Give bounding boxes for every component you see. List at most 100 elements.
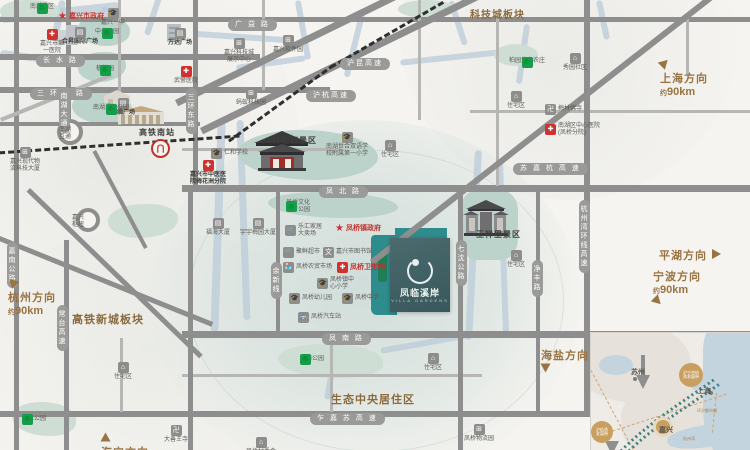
- road-h-mid-1: [0, 122, 200, 126]
- poi-item[interactable]: 🎓仁和学校: [211, 148, 248, 159]
- arrow-up-left-icon: [5, 275, 20, 289]
- poi-label: 住宅区: [507, 103, 526, 109]
- poi-item[interactable]: 卍大善王寺: [164, 425, 188, 444]
- poi-label: 住宅区: [507, 262, 526, 268]
- poi-item[interactable]: 🛒聚鲜超市: [283, 247, 320, 258]
- poi-landmark[interactable]: 梅花洲景区: [272, 136, 317, 146]
- poi-item[interactable]: ⌂秀园社区: [563, 53, 587, 72]
- interchange-jiaxing: [76, 208, 100, 232]
- direction-marker: 海宁方向: [100, 432, 149, 450]
- road-label: 南 湖 大 通: [59, 87, 70, 133]
- poi-label: 聚鲜超市: [296, 249, 321, 256]
- road-label: 苏 嘉 杭 高 速: [513, 163, 588, 175]
- direction-label: 平湖方向: [659, 250, 707, 262]
- poi-item[interactable]: ⊞蚂蚁科技园: [236, 88, 266, 107]
- building-icon: ▤: [174, 28, 186, 39]
- poi-item[interactable]: 🌲植物园: [96, 65, 114, 76]
- poi-item[interactable]: 🎓凤桥幼儿园: [289, 293, 332, 304]
- poi-item[interactable]: ★凤桥镇政府: [335, 224, 381, 234]
- hospital-icon: ✚: [202, 160, 214, 171]
- school-icon: 🎓: [289, 293, 300, 304]
- poi-item[interactable]: ⌂住宅区: [424, 353, 442, 372]
- poi-item[interactable]: ⌂住宅区: [507, 250, 525, 269]
- poi-item[interactable]: ⊞嘉兴软件园: [273, 35, 303, 54]
- poi-station[interactable]: 高铁南站: [139, 128, 175, 138]
- poi-item[interactable]: 🌲凤南公园: [300, 353, 324, 365]
- poi-label: 凤桥中学: [355, 295, 380, 302]
- arrow-up-icon: [100, 432, 111, 442]
- road-h-right-minor: [470, 110, 750, 113]
- school-icon: 🎓: [341, 132, 353, 143]
- arrow-down-right-icon: [650, 294, 665, 308]
- direction-distance: 约90km: [653, 284, 689, 296]
- poi-plain: 南湖 互通: [59, 126, 71, 141]
- direction-label: 杭州方向: [8, 292, 56, 304]
- road-d-ramp-left: [92, 150, 148, 250]
- poi-item[interactable]: ▤万达广场: [168, 28, 192, 47]
- poi-item[interactable]: ⊞嘉兴科技城 展示中心: [224, 38, 254, 64]
- poi-item[interactable]: ▤合昇国际广场: [62, 27, 98, 46]
- poi-item[interactable]: ⊞凤桥物流园: [464, 424, 494, 443]
- poi-item[interactable]: ▤丝绸广场: [111, 98, 135, 117]
- poi-label: 王祥里景区: [476, 230, 521, 239]
- poi-label: 南湖世合双语学 校附属第一小学: [326, 144, 369, 157]
- poi-item[interactable]: ✚嘉兴市第 一医院: [40, 29, 64, 55]
- poi-item[interactable]: 🌲南湖景区: [30, 3, 55, 14]
- poi-plain: 嘉兴 枢纽: [72, 214, 84, 229]
- poi-item[interactable]: ▤福海大厦: [206, 218, 230, 237]
- poi-label: 凤桥镇中 心小学: [330, 277, 355, 290]
- poi-item[interactable]: 🏪凤桥农贸市场: [283, 262, 332, 273]
- poi-item[interactable]: 🚌凤桥汽车站: [298, 312, 341, 323]
- poi-item[interactable]: ⌂住宅区: [114, 362, 132, 381]
- poi-item[interactable]: ⌂凤桥村委会: [246, 437, 276, 450]
- poi-label: 丝绸广场: [111, 110, 136, 116]
- poi-item[interactable]: 🛒乐汇家居 大卖场: [285, 224, 322, 238]
- poi-item[interactable]: 🎓嘉兴一中: [101, 8, 125, 27]
- river-segment-9: [448, 0, 468, 46]
- poi-item[interactable]: 卍梅林佛寺: [545, 104, 582, 115]
- temple-s-icon: 卍: [545, 104, 556, 115]
- poi-item[interactable]: 🎓南湖世合双语学 校附属第一小学: [326, 132, 368, 158]
- poi-item[interactable]: ✚凤桥卫生院: [337, 262, 385, 273]
- project-marker[interactable]: 凤临溪岸 VILLA GARDENS: [390, 238, 450, 312]
- poi-label: 凤桥卫生院: [350, 263, 385, 271]
- inset-development-belt-badge: 沪杭甬 发展带: [591, 421, 613, 443]
- district-block-label: 科技城板块: [470, 10, 525, 21]
- direction-marker: 杭州方向约90km: [5, 275, 56, 317]
- poi-item[interactable]: ⌂住宅区: [507, 91, 525, 110]
- poi-item[interactable]: ★嘉兴市政府: [58, 12, 104, 22]
- home-icon: ⌂: [255, 437, 267, 448]
- poi-item[interactable]: ▤宇宇梅园大厦: [240, 218, 276, 237]
- poi-item[interactable]: ✚武警医院: [174, 66, 198, 85]
- road-label: 凤 南 路: [322, 333, 371, 345]
- direction-marker: 平湖方向: [659, 247, 721, 263]
- poi-label: 嘉兴科技城 展示中心: [224, 50, 255, 63]
- poi-item[interactable]: 🌲南民公园: [22, 413, 46, 425]
- road-v-jiannan: [14, 0, 19, 450]
- project-name-cn: 凤临溪岸: [399, 288, 440, 298]
- poi-landmark[interactable]: 王祥里景区: [476, 230, 521, 240]
- green-tech-top: [398, 0, 456, 18]
- poi-item[interactable]: ✚南湖区中心医院 (凤桥分院): [545, 123, 600, 137]
- direction-marker: 上海方向约90km: [657, 56, 708, 98]
- poi-item[interactable]: 🎓凤桥镇中 心小学: [317, 277, 354, 291]
- poi-item[interactable]: 🌲凤桥文化 体育公园: [286, 200, 310, 214]
- poi-label: 凤桥物流园: [464, 436, 495, 442]
- poi-label: 住宅区: [424, 365, 443, 371]
- poi-item[interactable]: 🌲柏园生态农庄: [509, 57, 545, 68]
- home-icon: ⌂: [117, 362, 129, 373]
- poi-item[interactable]: ✚嘉兴市中医医 院梅花洲分院: [190, 160, 226, 186]
- poi-item[interactable]: 🌲中央公园: [95, 28, 119, 39]
- direction-marker: 海盐方向: [540, 347, 589, 375]
- poi-item[interactable]: ⌂住宅区: [381, 140, 399, 159]
- poi-item[interactable]: 文嘉兴市图书馆: [323, 247, 372, 258]
- poi-label: 住宅区: [114, 374, 133, 380]
- poi-item[interactable]: 🎓凤桥中学: [342, 293, 379, 304]
- regional-inset-map[interactable]: 苏州上海嘉兴 沪宁合杭 甬发展带沪杭甬 发展带 环沪都市圈杭州湾: [590, 332, 750, 450]
- inset-belt-label: 环沪都市圈: [697, 408, 717, 413]
- poi-item[interactable]: 🌲南湖湿地公园: [93, 104, 129, 115]
- bus-icon: 🚌: [298, 312, 309, 323]
- road-label: 广 益 路: [228, 19, 277, 31]
- poi-item[interactable]: ⊞嘉兴现代物 流科技大厦: [10, 147, 40, 173]
- poi-label: 南湖景区: [30, 4, 55, 10]
